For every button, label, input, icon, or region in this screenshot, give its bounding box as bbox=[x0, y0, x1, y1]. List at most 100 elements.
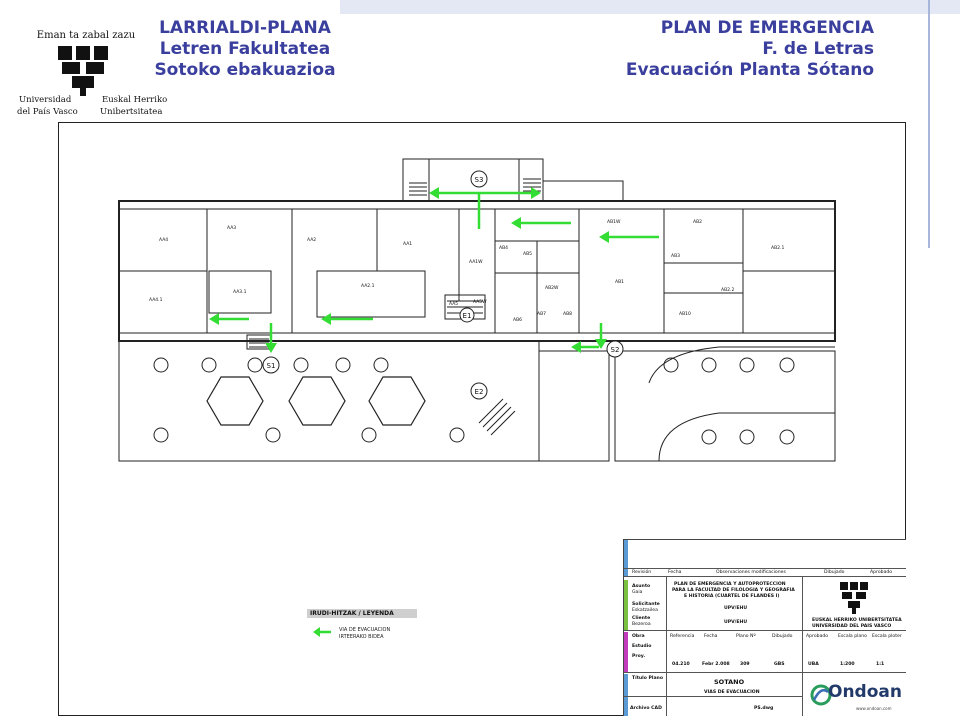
tb-data-value: GBS bbox=[774, 662, 785, 667]
tb-col-dibujado: Dibujado bbox=[824, 570, 845, 575]
tb-archivo-label: Archivo CAD bbox=[630, 706, 662, 711]
header-right-line-2: F. de Letras bbox=[762, 39, 874, 59]
company-web: www.ondoan.com bbox=[856, 706, 892, 711]
staircase-s3 bbox=[402, 158, 544, 202]
tb-col-revision: Revisión bbox=[632, 570, 652, 575]
room-label: AA5 bbox=[449, 301, 458, 307]
room-label: AB4 bbox=[499, 245, 508, 251]
room-label: AB5 bbox=[523, 251, 532, 257]
logo-text-left-1: Universidad bbox=[19, 95, 72, 105]
tb-data-header: Escala plano bbox=[838, 634, 867, 639]
room-label: AB1W bbox=[607, 219, 621, 225]
tb-cliente-value: UPV/EHU bbox=[724, 620, 748, 625]
exit-marker-s1 bbox=[262, 356, 280, 374]
exit-marker-e1 bbox=[459, 307, 475, 323]
logo-text-right-1: Euskal Herriko bbox=[102, 95, 167, 105]
room-label: AA3.1 bbox=[233, 289, 247, 295]
legend-line-1: VIA DE EVACUACION bbox=[339, 627, 391, 633]
stripe-blue bbox=[624, 540, 628, 576]
exit-marker-s3 bbox=[470, 170, 488, 188]
tb-university-logo-icon bbox=[840, 582, 868, 614]
column-circles bbox=[153, 357, 795, 445]
exit-label-s3: S3 bbox=[475, 176, 484, 184]
logo-text-right-2: Unibertsitatea bbox=[100, 107, 162, 117]
tb-data-value: 309 bbox=[740, 662, 750, 667]
tb-proy-label: Proy. bbox=[632, 654, 646, 659]
header-left-line-3: Sotoko ebakuazioa bbox=[154, 60, 336, 80]
tb-archivo-value: PS.dwg bbox=[754, 706, 774, 711]
exit-label-s2: S2 bbox=[611, 346, 620, 354]
room-label: AB2W bbox=[545, 285, 559, 291]
room-label: AA4 bbox=[159, 237, 168, 243]
tb-solicitante-sub: Eskatzailea bbox=[632, 608, 658, 613]
room-label: AA1 bbox=[403, 241, 412, 247]
legend-line-2: IRTEERAKO BIDEA bbox=[339, 634, 384, 640]
tb-titulo-label: Título Plano bbox=[632, 676, 663, 681]
tb-col-fecha: Fecha bbox=[668, 570, 682, 575]
tb-asunto-sub: Gaia bbox=[632, 590, 643, 595]
university-logo: Eman ta zabal zazu Universidad del País … bbox=[17, 30, 167, 117]
tb-col-observaciones: Observaciones modificaciones bbox=[716, 570, 786, 575]
room-label: AB2.2 bbox=[721, 287, 734, 293]
room-label: AA3 bbox=[227, 225, 236, 231]
tb-asunto-line-2: PARA LA FACULTAD DE FILOLOGIA Y GEOGRAFI… bbox=[672, 588, 795, 593]
floor-plan-drawing: S3 S1 S2 E1 E2 AA4 AA3 AA2 AA1 AA4.1 AA3… bbox=[118, 158, 836, 462]
hexagon-features bbox=[206, 376, 426, 426]
room-label: AB2 bbox=[693, 219, 702, 225]
room-label: AA4.1 bbox=[149, 297, 163, 303]
title-block: Revisión Fecha Observaciones modificacio… bbox=[623, 539, 906, 716]
company-name: Ondoan bbox=[828, 682, 902, 702]
tb-estudio-label: Estudio bbox=[632, 644, 652, 649]
exit-label-e2: E2 bbox=[475, 388, 484, 396]
staircase-e2 bbox=[478, 398, 516, 436]
header-basque-title: LARRIALDI-PLANA Letren Fakultatea Sotoko… bbox=[120, 18, 370, 81]
tb-data-header: Escala ploter bbox=[872, 634, 902, 639]
header-spanish-title: PLAN DE EMERGENCIA F. de Letras Evacuaci… bbox=[560, 18, 874, 81]
tb-data-value: 04.210 bbox=[672, 662, 690, 667]
room-label: AA5W bbox=[473, 299, 487, 305]
top-decoration-band bbox=[340, 0, 960, 14]
right-decoration-line bbox=[928, 0, 930, 248]
tb-data-header: Fecha bbox=[704, 634, 718, 639]
room-label: AA2 bbox=[307, 237, 316, 243]
tb-cliente-sub: Bezeroa bbox=[632, 622, 651, 627]
header-right-line-1: PLAN DE EMERGENCIA bbox=[660, 18, 874, 38]
tb-data-header: Plano Nº bbox=[736, 634, 756, 639]
exit-marker-s2 bbox=[606, 340, 624, 358]
stripe-purple bbox=[624, 632, 628, 672]
header-right-line-3: Evacuación Planta Sótano bbox=[625, 60, 874, 80]
tb-university-line-2: UNIVERSIDAD DEL PAIS VASCO bbox=[812, 624, 892, 629]
logo-tree-icon bbox=[58, 46, 108, 96]
tb-titulo-line-1: SOTANO bbox=[714, 678, 745, 686]
header-left-line-1: LARRIALDI-PLANA bbox=[159, 18, 331, 38]
tb-data-header: Aprobado bbox=[806, 634, 829, 639]
stripe-green bbox=[624, 580, 628, 630]
logo-text-left-2: del País Vasco bbox=[17, 106, 78, 117]
tb-solicitante-value: UPV/EHU bbox=[724, 606, 748, 611]
lower-service-rooms bbox=[538, 350, 610, 462]
room-label: AA2.1 bbox=[361, 283, 375, 289]
tb-asunto-line-1: PLAN DE EMERGENCIA Y AUTOPROTECCION bbox=[674, 582, 786, 587]
tb-titulo-line-2: VIAS DE EVACUACION bbox=[704, 690, 760, 695]
legend-arrow-icon bbox=[313, 627, 331, 637]
room-label: AB1 bbox=[615, 279, 624, 285]
tb-asunto-label: Asunto bbox=[632, 584, 651, 589]
tb-university-line-1: EUSKAL HERRIKO UNIBERTSITATEA bbox=[812, 618, 902, 623]
legend-title: IRUDI-HITZAK / LEYENDA bbox=[307, 609, 417, 618]
tb-asunto-line-3: E HISTORIA (CUARTEL DE FLANDES I) bbox=[684, 594, 780, 599]
room-label: AA1W bbox=[469, 259, 483, 265]
evacuation-arrows bbox=[209, 187, 659, 353]
tb-data-value: Febr 2.008 bbox=[702, 662, 730, 667]
tb-data-value: UBA bbox=[808, 662, 819, 667]
room-label: AB3 bbox=[671, 253, 680, 259]
header-left-line-2: Letren Fakultatea bbox=[159, 39, 331, 59]
tb-data-header: Dibujado bbox=[772, 634, 793, 639]
tb-data-header: Referencia bbox=[670, 634, 695, 639]
tb-solicitante-label: Solicitante bbox=[632, 602, 660, 607]
room-label: AB6 bbox=[513, 317, 522, 323]
room-labels: AA4 AA3 AA2 AA1 AA4.1 AA3.1 AA2.1 AA1W A… bbox=[149, 219, 784, 323]
logo-motto: Eman ta zabal zazu bbox=[37, 30, 136, 41]
stripe-blue-2 bbox=[624, 674, 628, 716]
exit-label-e1: E1 bbox=[463, 312, 472, 320]
tb-data-value: 1:200 bbox=[840, 662, 855, 667]
